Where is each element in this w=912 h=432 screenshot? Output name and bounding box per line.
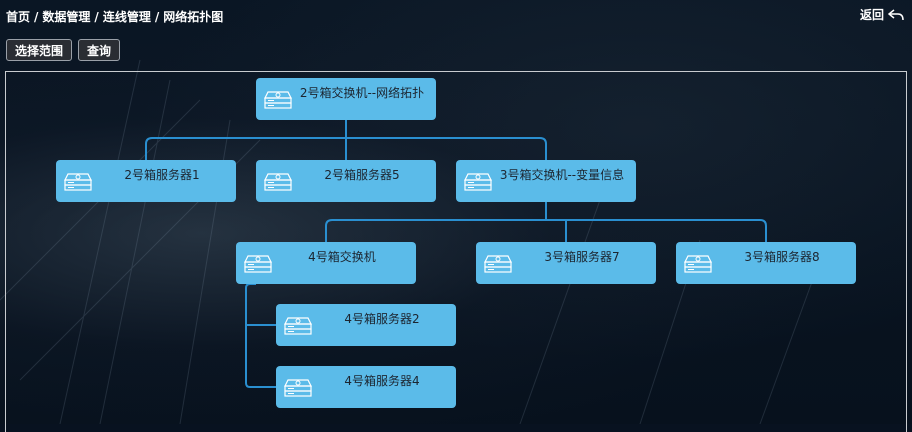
back-button[interactable]: 返回 <box>860 6 904 23</box>
node-label: 4号箱服务器4 <box>344 374 420 388</box>
topology-node-n2[interactable]: 2号箱服务器1 <box>56 160 236 202</box>
switch-icon <box>244 255 272 276</box>
breadcrumb-separator: / <box>34 10 39 24</box>
topology-node-n5[interactable]: 4号箱交换机 <box>236 242 416 284</box>
topology-node-n6[interactable]: 3号箱服务器7 <box>476 242 656 284</box>
node-label: 3号箱服务器8 <box>744 250 820 264</box>
node-label: 4号箱服务器2 <box>344 312 420 326</box>
topology-node-n8[interactable]: 4号箱服务器2 <box>276 304 456 346</box>
topology-node-n9[interactable]: 4号箱服务器4 <box>276 366 456 408</box>
breadcrumb-network-topology: 网络拓扑图 <box>163 10 224 24</box>
topology-node-n3[interactable]: 2号箱服务器5 <box>256 160 436 202</box>
node-label: 3号箱服务器7 <box>544 250 620 264</box>
back-label: 返回 <box>859 8 884 22</box>
link-n5-n9 <box>245 283 276 388</box>
breadcrumb-home[interactable]: 首页 <box>6 10 31 24</box>
select-range-button[interactable]: 选择范围 <box>6 39 73 61</box>
topology-panel <box>5 71 907 432</box>
node-label: 3号箱交换机--变量信息 <box>499 168 625 182</box>
node-label: 2号箱服务器1 <box>124 168 200 182</box>
switch-icon <box>264 91 292 112</box>
server-icon <box>284 379 312 400</box>
breadcrumb-separator: / <box>154 10 160 24</box>
topology-node-n4[interactable]: 3号箱交换机--变量信息 <box>456 160 636 202</box>
breadcrumb-connection-management[interactable]: 连线管理 <box>102 10 151 24</box>
node-label: 2号箱服务器5 <box>324 168 400 182</box>
switch-icon <box>464 173 492 194</box>
query-button[interactable]: 查询 <box>78 39 121 61</box>
node-label: 4号箱交换机 <box>308 250 376 264</box>
breadcrumb: 首页/数据管理/连线管理/网络拓扑图 <box>6 8 223 25</box>
topology-node-n1[interactable]: 2号箱交换机--网络拓扑 <box>256 78 436 120</box>
breadcrumb-separator: / <box>94 10 99 24</box>
server-icon <box>64 173 92 194</box>
topology-node-n7[interactable]: 3号箱服务器8 <box>676 242 856 284</box>
server-icon <box>264 173 292 194</box>
breadcrumb-data-management[interactable]: 数据管理 <box>42 10 91 24</box>
server-icon <box>484 255 512 276</box>
server-icon <box>284 317 312 338</box>
server-icon <box>684 255 712 276</box>
back-arrow-icon <box>888 8 904 20</box>
node-label: 2号箱交换机--网络拓扑 <box>299 86 425 100</box>
link-n4-bus <box>325 219 767 242</box>
